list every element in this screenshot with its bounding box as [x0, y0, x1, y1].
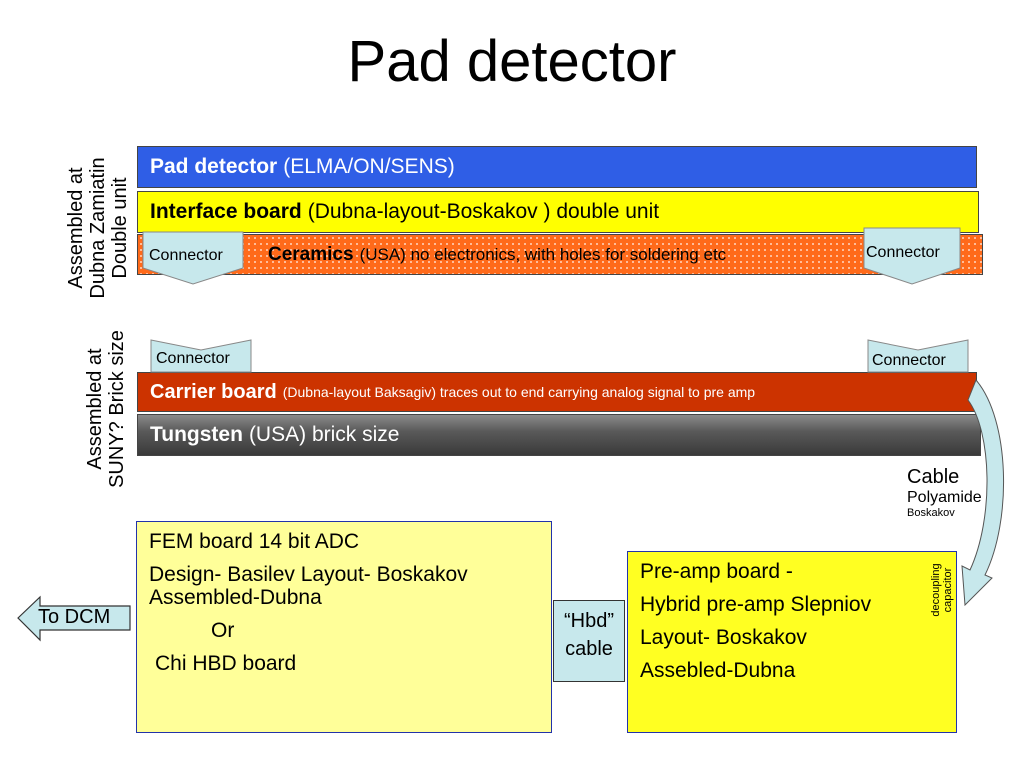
ceramics-bar: Ceramics (USA) no electronics, with hole… — [137, 234, 983, 275]
cable-label-title: Cable — [907, 466, 960, 488]
tungsten-bar: Tungsten (USA) brick size — [137, 414, 981, 456]
interface-board-detail: (Dubna-layout-Boskakov ) double unit — [307, 200, 660, 223]
hbd-cable-line2: cable — [565, 638, 613, 660]
fem-line-1: FEM board 14 bit ADC — [149, 530, 360, 553]
interface-board-label: Interface board — [150, 200, 302, 223]
side-label-top: Assembled at Dubna Zamiatin Double unit — [65, 138, 135, 318]
side-label-bottom-line1: Assembled at — [84, 348, 106, 470]
carrier-board-label: Carrier board — [150, 380, 277, 403]
cable-label-designer: Boskakov — [907, 507, 955, 519]
preamp-line-1: Pre-amp board - — [640, 560, 793, 583]
fem-line-2: Design- Basilev Layout- Boskakov — [149, 563, 468, 586]
tungsten-detail: (USA) brick size — [248, 423, 400, 446]
side-label-bottom-line2: SUNY? Brick size — [106, 330, 128, 488]
fem-line-4: Or — [211, 619, 235, 642]
carrier-board-detail: (Dubna-layout Baksagiv) traces out to en… — [282, 384, 756, 400]
fem-board: FEM board 14 bit ADC Design- Basilev Lay… — [136, 521, 552, 733]
hbd-cable: “Hbd” cable — [553, 600, 625, 682]
carrier-board-bar: Carrier board (Dubna-layout Baksagiv) tr… — [137, 372, 977, 412]
page-title: Pad detector — [347, 29, 677, 94]
connector-mid-left: Connector — [156, 350, 230, 367]
connector-top-right: Connector — [866, 244, 940, 261]
to-dcm-label: To DCM — [38, 606, 111, 628]
side-label-top-line1: Assembled at — [65, 167, 87, 289]
hbd-cable-line1: “Hbd” — [563, 610, 614, 632]
decoupling-line1: decoupling — [930, 563, 942, 617]
connector-top-left: Connector — [149, 247, 223, 264]
tungsten-label: Tungsten — [150, 423, 243, 446]
cable-label: Cable Polyamide Boskakov — [907, 466, 1007, 519]
pad-detector-detail: (ELMA/ON/SENS) — [283, 155, 455, 178]
connector-mid-right: Connector — [872, 352, 946, 369]
preamp-line-2: Hybrid pre-amp Slepniov — [640, 593, 872, 616]
decoupling-capacitor-label: decoupling capacitor — [930, 550, 956, 630]
side-label-top-line3: Double unit — [109, 177, 131, 279]
cable-label-material: Polyamide — [907, 489, 982, 506]
side-label-top-line2: Dubna Zamiatin — [87, 157, 109, 299]
preamp-line-3: Layout- Boskakov — [640, 626, 807, 649]
side-label-bottom: Assembled at SUNY? Brick size — [84, 319, 132, 499]
decoupling-line2: capacitor — [942, 567, 954, 613]
ceramics-detail: (USA) no electronics, with holes for sol… — [359, 244, 727, 264]
preamp-line-4: Assebled-Dubna — [640, 659, 796, 682]
fem-line-5: Chi HBD board — [155, 652, 297, 675]
ceramics-label: Ceramics — [268, 243, 354, 265]
pad-detector-bar: Pad detector (ELMA/ON/SENS) — [137, 146, 977, 188]
pad-detector-label: Pad detector — [150, 155, 278, 178]
preamp-board: Pre-amp board - Hybrid pre-amp Slepniov … — [627, 551, 957, 733]
fem-line-3: Assembled-Dubna — [149, 586, 322, 609]
interface-board-bar: Interface board (Dubna-layout-Boskakov )… — [137, 191, 979, 233]
